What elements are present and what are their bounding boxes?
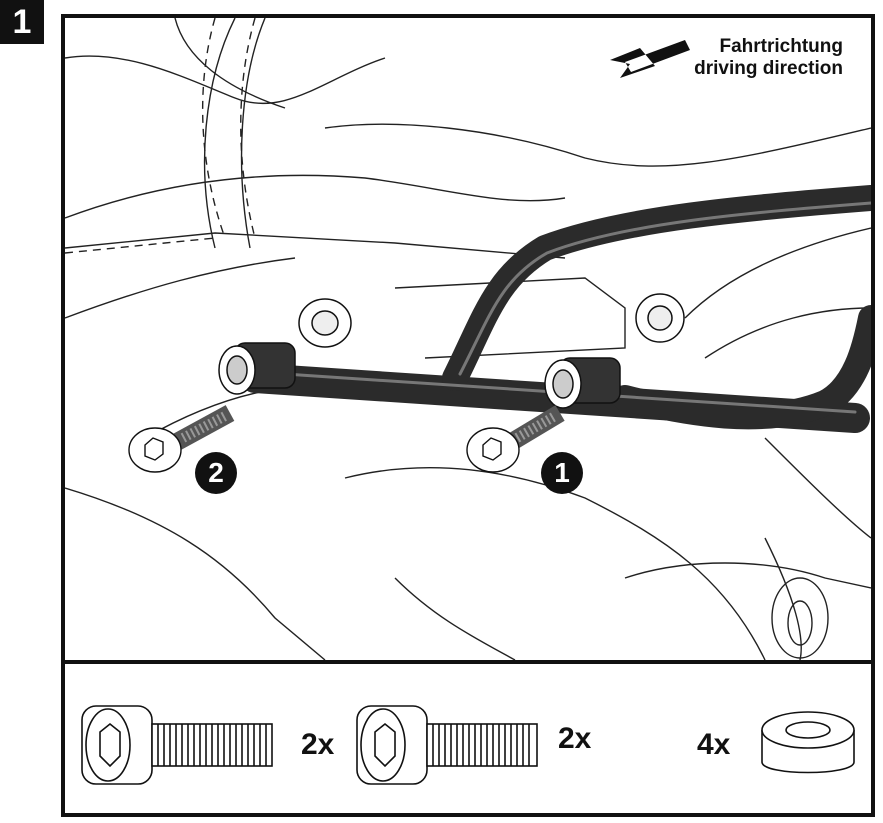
step-number-badge: 1	[0, 0, 44, 44]
fairing-line	[344, 466, 766, 660]
driving-direction-label: Fahrtrichtung driving direction	[694, 36, 843, 80]
assembly-illustration	[65, 18, 871, 660]
long-bolt-quantity: 2x	[301, 728, 335, 761]
fairing-line	[65, 232, 566, 259]
fairing-line	[65, 174, 566, 219]
fairing-line	[240, 18, 266, 249]
direction-arrow-icon	[610, 40, 690, 78]
fairing-line	[764, 537, 802, 660]
fairing-line	[65, 487, 326, 660]
bolt-left	[128, 405, 235, 473]
driving-direction-english: driving direction	[694, 58, 843, 79]
short-bolt-icon	[356, 705, 538, 785]
illustration-frame	[61, 14, 875, 817]
parts-divider	[61, 660, 875, 664]
rack-tube-rear	[612, 305, 871, 430]
spacer-quantity: 4x	[697, 728, 731, 761]
fairing-line	[394, 577, 516, 660]
bolt-right	[466, 405, 565, 473]
fairing-line	[324, 123, 871, 167]
spacer-icon	[761, 711, 855, 774]
wheel-hub	[771, 577, 829, 659]
fairing-line	[684, 227, 871, 319]
wheel-hub-inner	[787, 600, 813, 646]
long-bolt-icon	[81, 705, 273, 785]
fairing-line	[65, 55, 386, 105]
callout-2: 2	[195, 452, 237, 494]
fairing-line	[764, 437, 871, 539]
fairing-line	[704, 307, 871, 359]
short-bolt-quantity: 2x	[558, 722, 592, 755]
fairing-line	[203, 18, 236, 249]
rack-tube-upper	[442, 185, 871, 391]
fairing-line	[65, 257, 296, 319]
fairing-line	[174, 18, 286, 109]
driving-direction-german: Fahrtrichtung	[719, 36, 844, 57]
mount-sleeve-left	[218, 342, 296, 395]
callout-1: 1	[541, 452, 583, 494]
fairing-line	[624, 562, 871, 589]
seat-strap-dashed	[65, 237, 216, 254]
mount-sleeve-right	[544, 357, 621, 409]
